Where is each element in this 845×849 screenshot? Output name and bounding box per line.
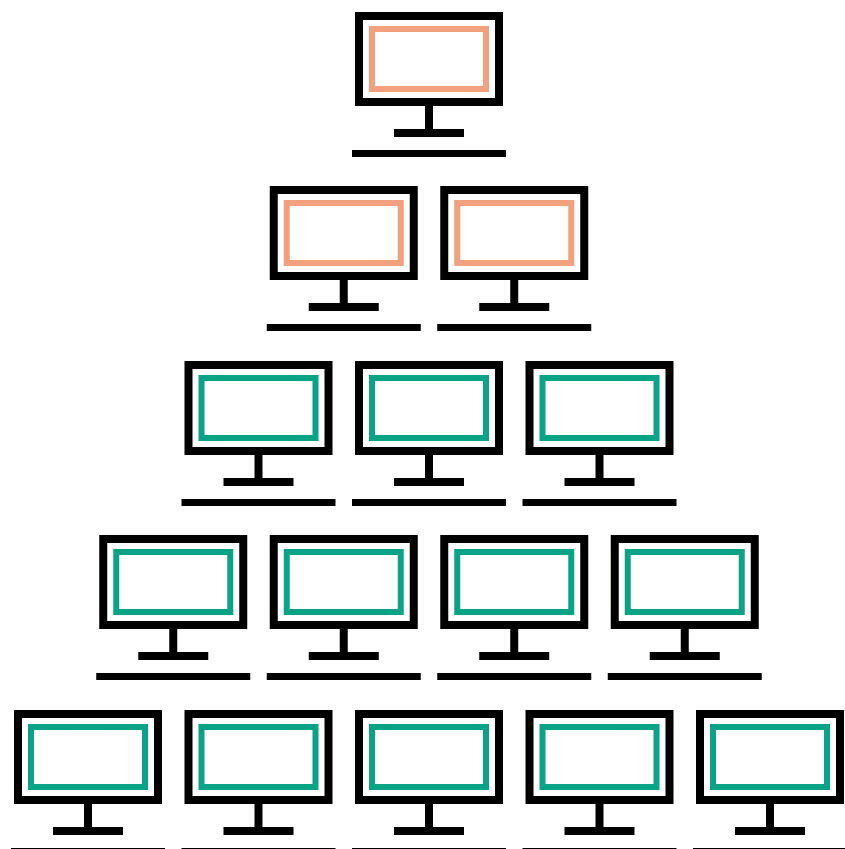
monitor-screen <box>283 549 404 615</box>
monitor-foot <box>308 652 379 660</box>
monitor-icon <box>352 710 506 849</box>
monitor-foot <box>53 827 123 835</box>
monitor-neck <box>510 276 519 306</box>
monitor-screen <box>454 200 575 266</box>
monitor-screen <box>624 549 745 615</box>
monitor-icon <box>352 361 506 506</box>
monitor-foot <box>223 827 294 835</box>
monitor-foot <box>223 478 294 486</box>
monitor-screen <box>539 375 660 441</box>
monitor-screen <box>198 375 319 441</box>
monitor-icon <box>266 186 421 331</box>
monitor-foot <box>138 652 209 660</box>
monitor-neck <box>425 102 433 132</box>
monitor-neck <box>339 276 348 306</box>
monitor-neck <box>595 800 604 830</box>
monitor-foot <box>394 129 464 137</box>
monitor-screen <box>454 549 575 615</box>
monitor-neck <box>595 451 604 481</box>
monitor-foot <box>564 827 635 835</box>
monitor-neck <box>425 800 433 830</box>
monitor-foot <box>649 652 720 660</box>
monitor-neck <box>254 451 263 481</box>
monitor-icon <box>437 186 592 331</box>
monitor-foot <box>308 303 379 311</box>
monitor-neck <box>766 800 774 830</box>
monitor-foot <box>479 652 550 660</box>
monitor-icon <box>266 535 421 680</box>
desk-line <box>96 673 251 680</box>
desk-line <box>352 499 506 506</box>
desk-line <box>181 499 336 506</box>
monitor-screen <box>369 375 489 441</box>
desk-line <box>437 673 592 680</box>
monitor-neck <box>169 625 178 655</box>
monitor-foot <box>564 478 635 486</box>
monitor-icon <box>181 710 336 849</box>
monitor-neck <box>425 451 433 481</box>
desk-line <box>522 499 677 506</box>
monitor-neck <box>339 625 348 655</box>
monitor-screen <box>539 724 660 790</box>
monitor-icon <box>96 535 251 680</box>
desk-line <box>607 673 762 680</box>
monitor-screen <box>369 26 489 92</box>
desk-line <box>437 324 592 331</box>
monitor-icon <box>352 12 506 157</box>
monitor-neck <box>254 800 263 830</box>
desk-line <box>266 324 421 331</box>
monitor-screen <box>198 724 319 790</box>
monitor-icon <box>11 710 165 849</box>
monitor-icon <box>522 361 677 506</box>
monitor-screen <box>710 724 830 790</box>
monitor-foot <box>394 478 464 486</box>
monitor-screen <box>369 724 489 790</box>
monitor-icon <box>522 710 677 849</box>
monitor-screen <box>113 549 234 615</box>
monitor-neck <box>84 800 92 830</box>
monitor-foot <box>394 827 464 835</box>
monitor-foot <box>479 303 550 311</box>
monitor-screen <box>28 724 148 790</box>
desk-line <box>266 673 421 680</box>
monitor-icon <box>607 535 762 680</box>
monitor-neck <box>680 625 689 655</box>
monitor-icon <box>181 361 336 506</box>
monitor-foot <box>735 827 805 835</box>
monitor-icon <box>693 710 845 849</box>
monitor-screen <box>283 200 404 266</box>
monitor-neck <box>510 625 519 655</box>
desk-line <box>352 150 506 157</box>
monitor-icon <box>437 535 592 680</box>
